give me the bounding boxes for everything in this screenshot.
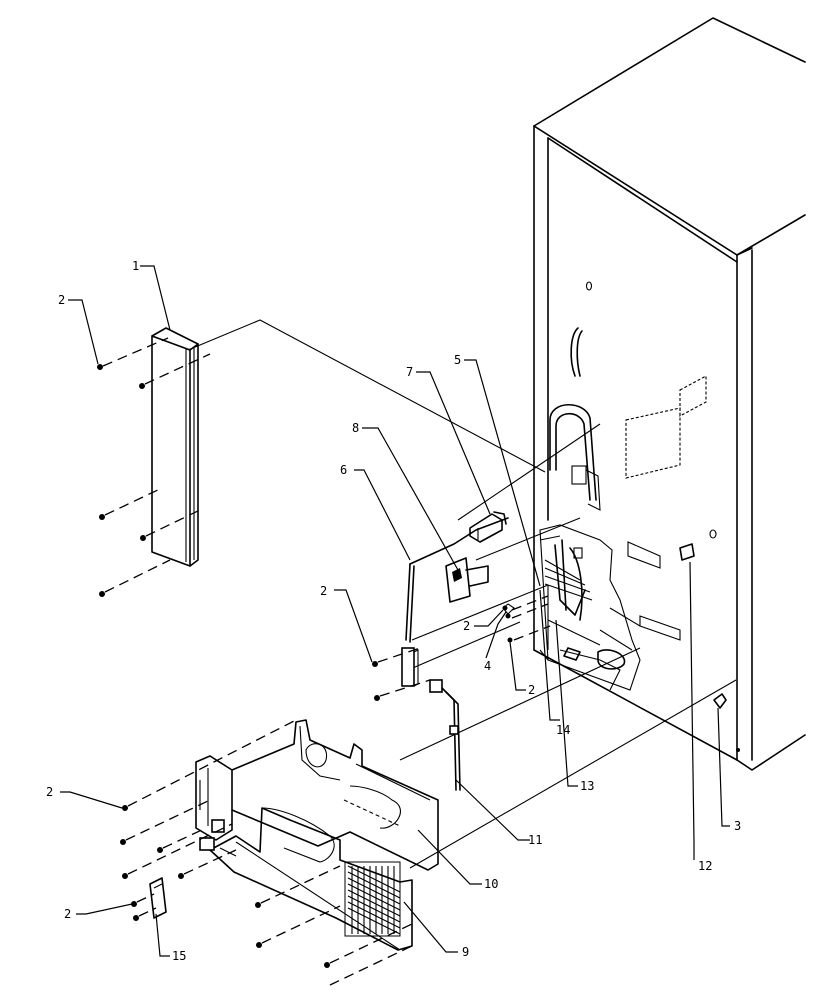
part-7-connector (469, 511, 507, 543)
refrigerator-cabinet (533, 17, 806, 771)
part-8-relay (445, 557, 489, 603)
callout-15: 15 (172, 949, 186, 963)
callout-14: 14 (556, 723, 570, 737)
callout-8: 8 (352, 421, 359, 435)
callout-2-right-lower: 2 (528, 683, 535, 697)
callout-2-lower-left: 2 (46, 785, 53, 799)
callout-2-top: 2 (58, 293, 65, 307)
callout-7: 7 (406, 365, 413, 379)
part-1-side-panel (151, 327, 199, 567)
part-11-cord (429, 679, 461, 791)
callout-11: 11 (528, 833, 542, 847)
callout-2-bottom-left: 2 (64, 907, 71, 921)
screws-compressor (372, 595, 551, 701)
callout-6: 6 (340, 463, 347, 477)
callout-labels: 1 2 2 2 2 2 2 3 4 5 6 7 8 9 10 11 12 13 … (46, 259, 741, 963)
screws-left-panel (97, 337, 211, 597)
callout-2-right: 2 (463, 619, 470, 633)
part-15-bracket (149, 877, 167, 919)
callout-13: 13 (580, 779, 594, 793)
callout-4: 4 (484, 659, 491, 673)
callout-2-mid: 2 (320, 584, 327, 598)
part-9-grille-cover (199, 807, 413, 951)
screws-lower (120, 719, 413, 986)
callout-1: 1 (132, 259, 139, 273)
callout-9: 9 (462, 945, 469, 959)
guide-lines (187, 319, 737, 869)
callout-3: 3 (734, 819, 741, 833)
callout-12: 12 (698, 859, 712, 873)
grille-pattern (344, 861, 401, 937)
callout-leaders (60, 265, 730, 957)
callout-10: 10 (484, 877, 498, 891)
callout-5: 5 (454, 353, 461, 367)
part-10-back-cover (195, 719, 439, 871)
part-6-harness-bracket (401, 517, 509, 687)
